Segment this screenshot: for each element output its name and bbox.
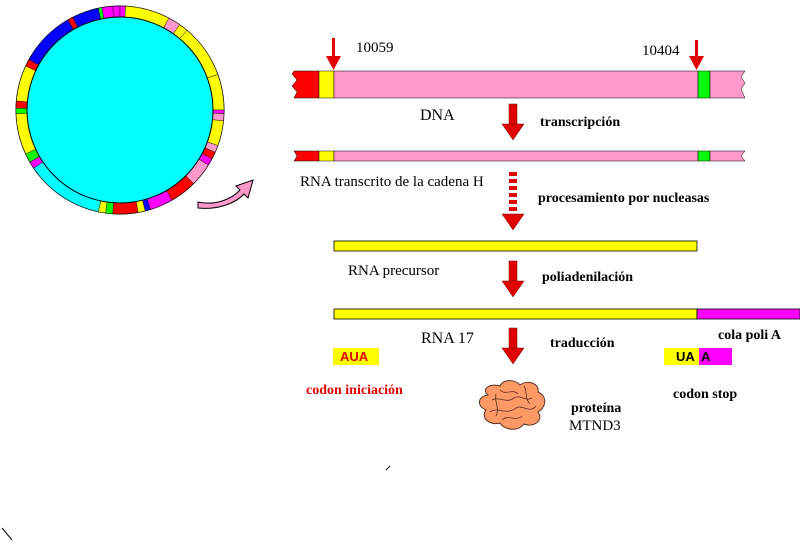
- stop-codon-a-text: A: [701, 349, 711, 364]
- rna-precursor-label: RNA precursor: [348, 263, 440, 279]
- stop-codon-box: [664, 348, 732, 365]
- dna-bar: [291, 70, 746, 99]
- mtdna-gene-segment: [112, 201, 139, 215]
- rna17-bar: [333, 308, 800, 320]
- circular-mtdna-icon: [15, 5, 225, 215]
- rna-transcript-bar: [293, 150, 746, 162]
- start-codon-label: codon iniciación: [306, 383, 403, 398]
- protein-label-line2: MTND3: [569, 418, 621, 434]
- position-end-label: 10404: [642, 43, 680, 59]
- mtdna-gene-segment: [15, 100, 28, 109]
- down-arrow-transcription: [501, 103, 525, 141]
- start-codon-box: [333, 348, 379, 365]
- mtdna-gene-segment: [119, 5, 126, 18]
- stop-codon-label: codon stop: [673, 387, 738, 402]
- mtdna-gene-segment: [212, 109, 225, 114]
- protein-label-line1: proteína: [571, 401, 622, 416]
- translation-label: traducción: [550, 336, 615, 351]
- position-marker-start: [326, 38, 341, 70]
- dna-label: DNA: [420, 107, 455, 124]
- folded-protein-icon: [479, 380, 546, 430]
- down-arrow-translation: [501, 327, 525, 365]
- curved-arrow-icon: [197, 179, 254, 209]
- mtdna-gene-segment: [112, 5, 121, 18]
- position-start-label: 10059: [356, 40, 394, 56]
- rna17-label: RNA 17: [421, 330, 474, 347]
- stray-mark: [385, 465, 391, 471]
- position-marker-end: [689, 40, 704, 70]
- stop-codon-ua-text: UA: [676, 349, 695, 364]
- rna-precursor-bar: [333, 240, 698, 252]
- stray-mark: [1, 527, 13, 541]
- poly-a-tail-label: cola poli A: [718, 328, 782, 343]
- mtdna-gene-segment: [101, 6, 114, 19]
- down-arrow-polyadenylation: [501, 260, 525, 298]
- mtdna-core: [26, 16, 214, 204]
- dashed-arrow-processing: [501, 172, 525, 231]
- rna-transcript-label: RNA transcrito de la cadena H: [300, 174, 484, 190]
- start-codon-text: AUA: [340, 349, 369, 364]
- nuclease-processing-label: procesamiento por nucleasas: [538, 191, 710, 206]
- mtdna-gene-segment: [15, 107, 28, 114]
- polyadenylation-label: poliadenilación: [542, 270, 634, 285]
- transcription-label: transcripción: [540, 115, 621, 130]
- poly-a-tail-bar: [696, 308, 800, 320]
